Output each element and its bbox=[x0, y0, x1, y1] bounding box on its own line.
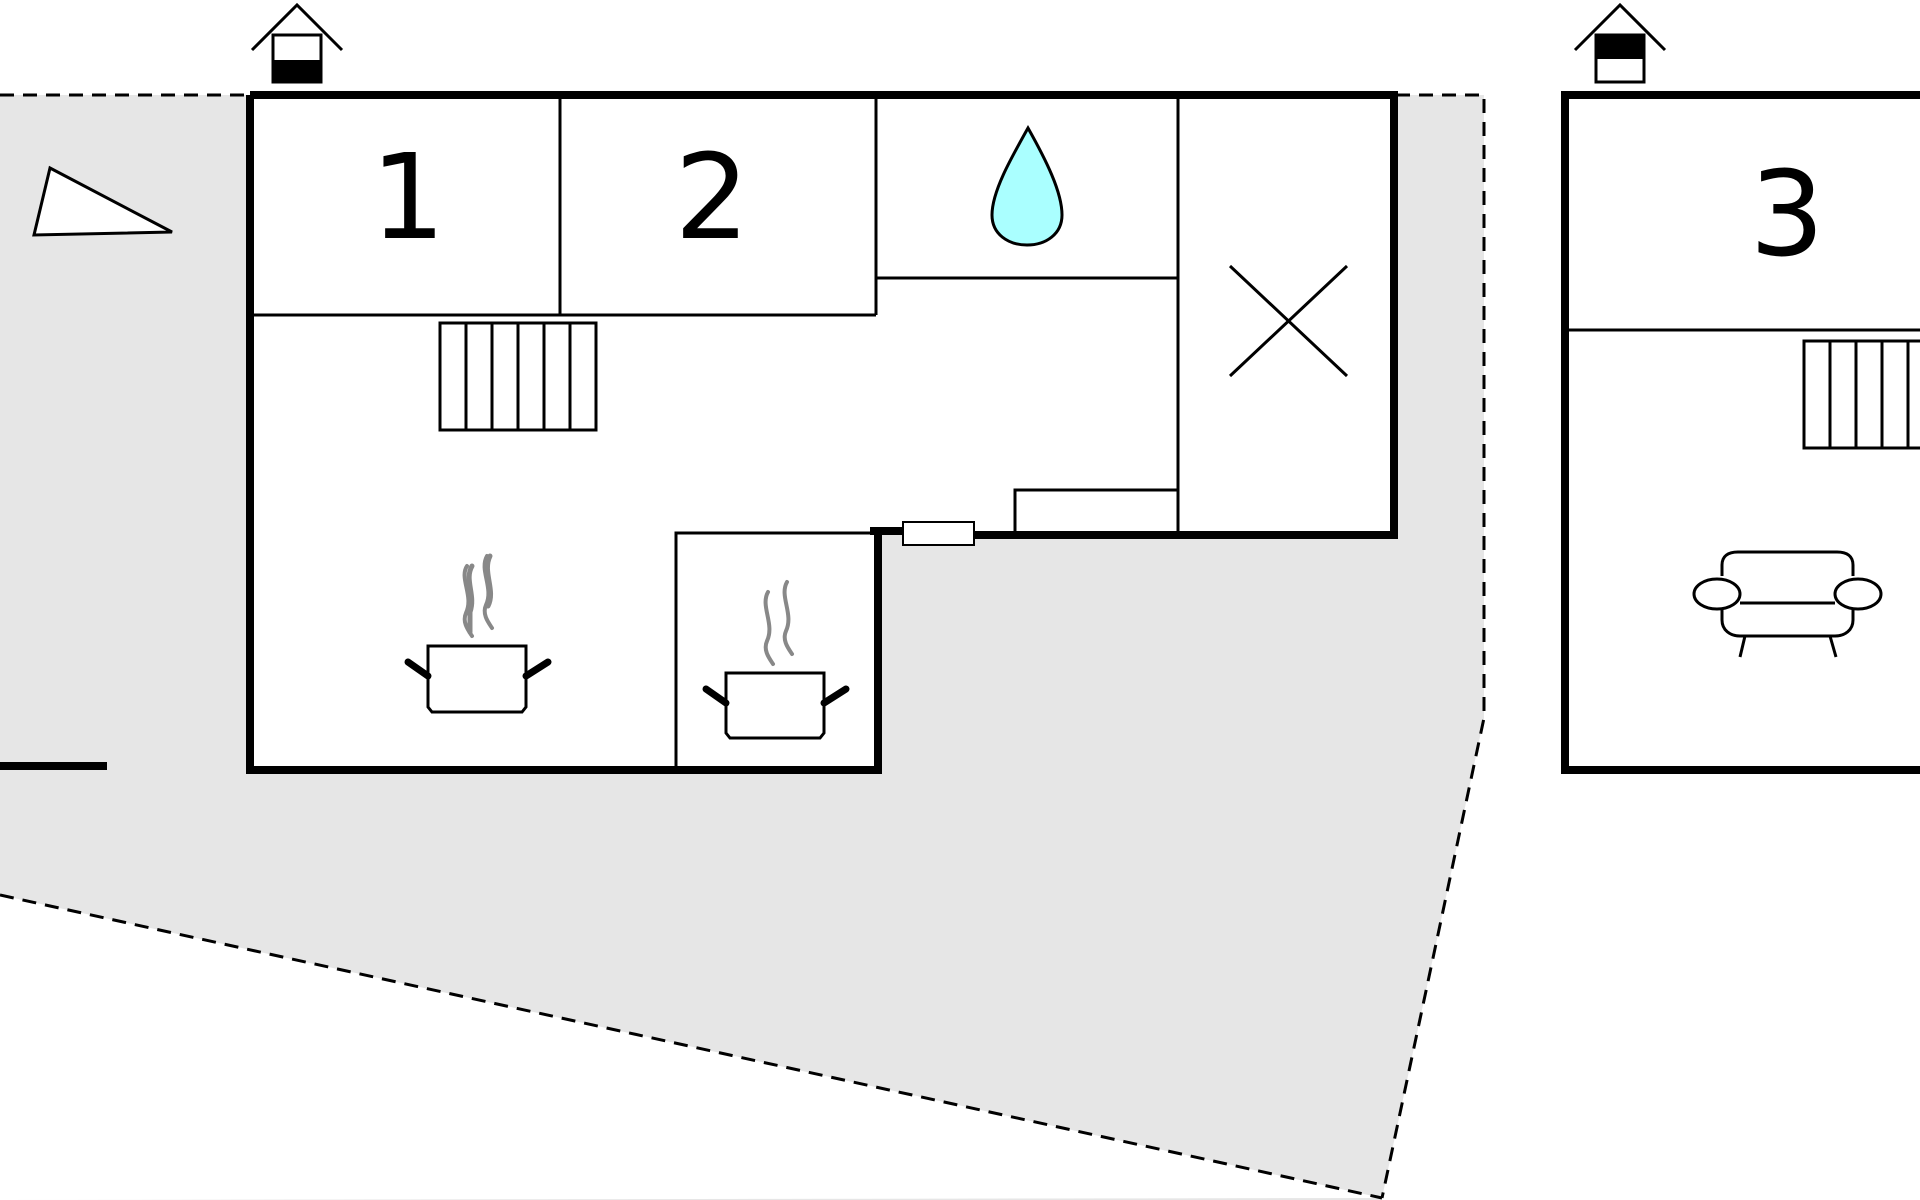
outdoor-boundary-dashed-bottom bbox=[0, 893, 1383, 1200]
sunbed-icon bbox=[32, 165, 173, 237]
room-number-2: 2 bbox=[674, 128, 749, 266]
room-number-1: 1 bbox=[370, 128, 445, 266]
stairs-icon bbox=[438, 321, 598, 432]
cooking-pot-icon bbox=[404, 553, 552, 714]
interior-walls bbox=[250, 95, 1180, 770]
room-number-3: 3 bbox=[1749, 145, 1824, 283]
upper-floor-exterior-walls bbox=[1561, 91, 1920, 774]
room-3: 3 bbox=[1749, 145, 1824, 283]
exterior-walls bbox=[246, 91, 1398, 774]
room-2: 2 bbox=[674, 128, 749, 266]
outdoor-boundary-dashed-right bbox=[1380, 93, 1486, 1199]
stairs-icon bbox=[1802, 339, 1920, 450]
sofa-icon bbox=[1692, 550, 1883, 658]
cooking-pot-icon bbox=[702, 580, 850, 740]
room-1: 1 bbox=[370, 128, 445, 266]
house-floor-icon bbox=[250, 2, 344, 84]
upper-floor: 3 bbox=[1561, 91, 1920, 774]
window bbox=[902, 521, 975, 546]
water-drop-icon bbox=[990, 124, 1064, 247]
cross-icon bbox=[1228, 264, 1349, 378]
main-building-fill bbox=[250, 95, 1394, 770]
house-floor-icon bbox=[1573, 2, 1667, 84]
main-building: 1 2 bbox=[246, 91, 1398, 774]
